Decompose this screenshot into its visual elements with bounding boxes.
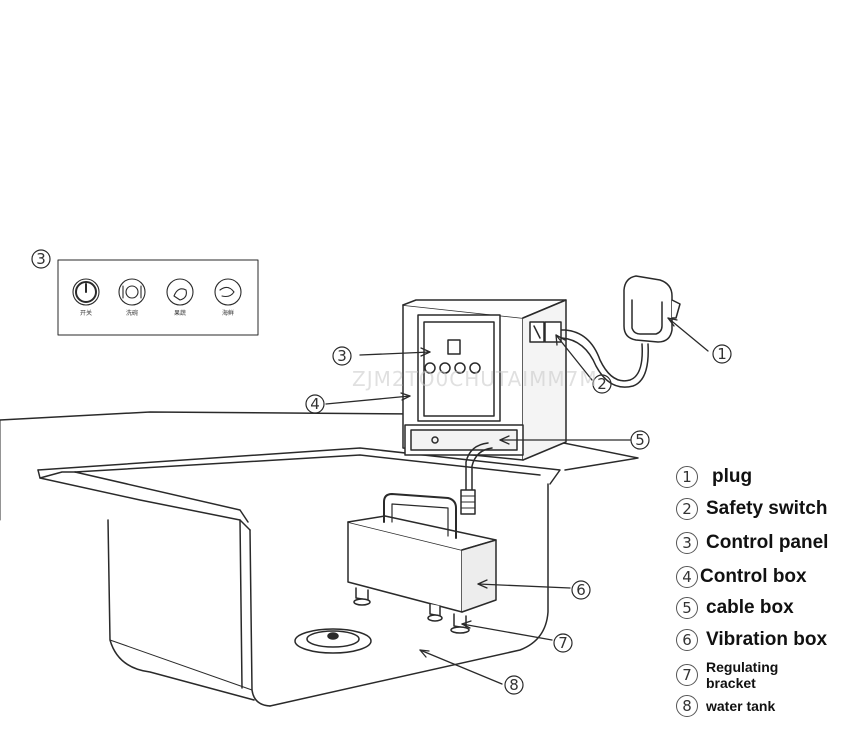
legend-item-regulating-bracket: 7 Regulating bracket	[676, 659, 778, 691]
legend-item-control-box: 4 Control box	[676, 566, 807, 588]
panel-icon-labels: 开关 洗碗 果蔬 海鲜	[80, 309, 234, 317]
power-icon-label: 开关	[80, 309, 92, 317]
legend-item-cable-box: 5 cable box	[676, 597, 794, 619]
legend-number: 4	[676, 566, 698, 588]
legend-number: 6	[676, 629, 698, 651]
callout-5: 5	[635, 431, 645, 449]
connection-cable	[460, 442, 493, 515]
legend-label: Safety switch	[706, 498, 828, 519]
callout-2: 2	[597, 375, 607, 393]
regulating-brackets	[353, 587, 470, 634]
panel-icons	[72, 278, 242, 306]
legend-number: 7	[676, 664, 698, 686]
callout-3b: 3	[337, 347, 347, 365]
legend-label: Vibration box	[706, 629, 828, 650]
callout-1: 1	[717, 345, 727, 363]
legend-label: Control panel	[706, 532, 829, 553]
legend-label: Control box	[700, 566, 807, 587]
legend-item-vibration-box: 6 Vibration box	[676, 629, 827, 651]
callout-8: 8	[509, 676, 519, 694]
legend-number: 8	[676, 695, 698, 717]
callout-circles	[31, 249, 732, 695]
dish-icon-label: 洗碗	[126, 309, 138, 317]
watermark: ZJM2TO0CHUTAIMM7M	[352, 367, 598, 391]
control-panel-detail	[57, 259, 259, 336]
legend-item-water-tank: 8 water tank	[676, 695, 775, 717]
control-box	[402, 299, 567, 461]
drain	[294, 628, 372, 654]
plug	[623, 275, 681, 343]
legend-label: water tank	[706, 698, 776, 714]
callout-3a: 3	[36, 250, 46, 268]
legend-item-safety-switch: 2 Safety switch	[676, 498, 827, 520]
legend-number: 5	[676, 597, 698, 619]
legend-number: 1	[676, 466, 698, 488]
legend-item-plug: 1 plug	[676, 466, 752, 488]
callout-numbers: 3 1 2 3 4 5 6 7 8	[36, 250, 727, 694]
vibration-box	[347, 493, 497, 613]
fruit-icon-label: 果蔬	[174, 309, 186, 317]
sink-basin	[107, 483, 549, 707]
callout-7: 7	[558, 634, 568, 652]
control-box-buttons	[424, 339, 481, 374]
legend-item-control-panel: 3 Control panel	[676, 532, 828, 554]
legend-label: plug	[712, 466, 753, 487]
callout-4: 4	[310, 395, 320, 413]
leader-lines	[325, 317, 709, 685]
legend-label: cable box	[706, 597, 794, 618]
seafood-icon-label: 海鲜	[222, 309, 234, 317]
legend-label: Regulating bracket	[706, 659, 779, 691]
callout-6: 6	[576, 581, 586, 599]
sink-rim	[37, 447, 561, 531]
legend-number: 2	[676, 498, 698, 520]
legend-number: 3	[676, 532, 698, 554]
